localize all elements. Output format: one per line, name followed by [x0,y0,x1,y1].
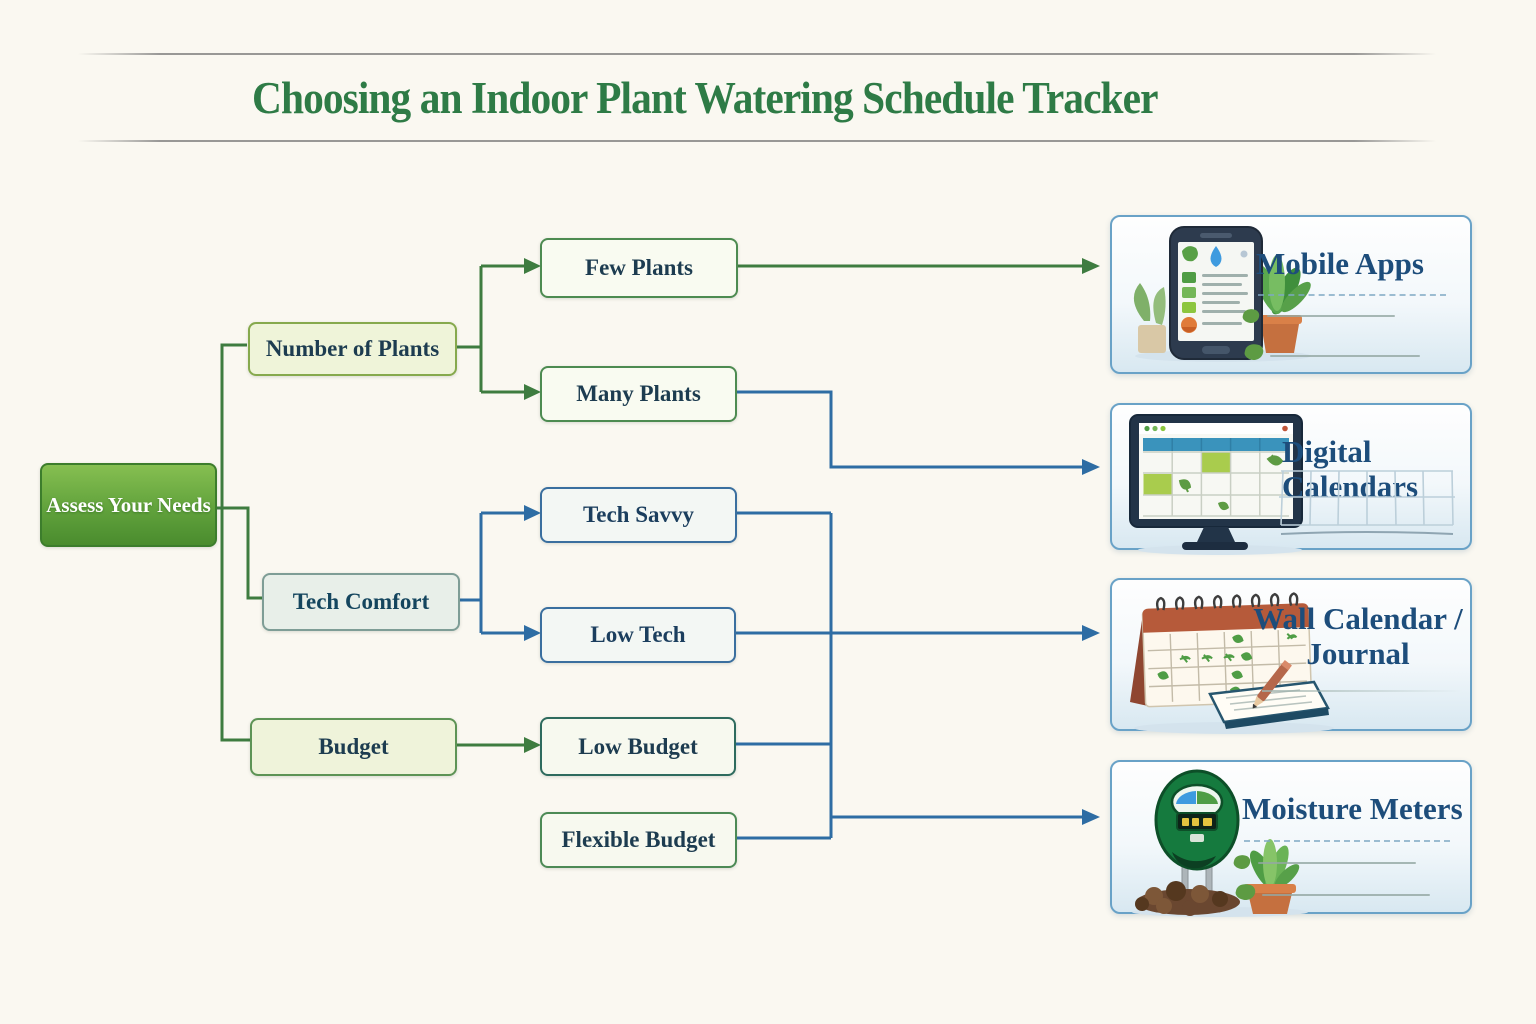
node-tech-savvy: Tech Savvy [540,487,737,543]
node-many-plants: Many Plants [540,366,737,422]
node-label: Tech Comfort [292,589,430,614]
potted-plant-icon [1254,255,1311,353]
card-title: Moisture Meters [1242,791,1463,826]
sketch-grid-icon [1279,470,1455,535]
soil-mound-icon [1135,881,1240,916]
node-label: Few Plants [585,255,693,280]
node-label: Low Tech [590,622,686,647]
note-line [1270,355,1420,357]
soft-underline [1262,690,1462,692]
node-few-plants: Few Plants [540,238,738,298]
node-number-of-plants: Number of Plants [248,322,457,376]
node-label: Low Budget [578,733,698,759]
note-line [1262,894,1430,896]
card-mobile-apps: Mobile Apps [1110,215,1472,374]
node-flexible-budget: Flexible Budget [540,812,737,868]
dashed-underline [1258,294,1446,296]
card-moisture-meters: Moisture Meters [1110,760,1472,917]
desktop-calendar-icon [1129,414,1303,555]
note-line [1258,862,1416,864]
title-divider [78,140,1436,142]
card-wall-calendar-journal: Wall Calendar / Journal [1110,578,1472,734]
node-low-budget: Low Budget [540,717,736,776]
card-title: Mobile Apps [1256,246,1424,281]
succulent-pot-icon [1244,839,1300,914]
node-tech-comfort: Tech Comfort [262,573,460,631]
wall-calendar-journal-icon [1130,592,1334,734]
node-budget: Budget [250,718,457,776]
card-title: Wall Calendar / Journal [1253,601,1463,671]
top-divider [78,53,1436,55]
journal-notebook-icon [1208,660,1330,729]
card-digital-calendars: Digital Calendars [1110,403,1472,555]
node-label: Number of Plants [265,336,440,361]
note-line [1267,315,1395,317]
node-assess-your-needs: Assess Your Needs [40,463,217,547]
node-label: Flexible Budget [561,827,716,852]
dashed-underline [1244,840,1450,842]
node-label: Many Plants [576,381,701,406]
soil-moisture-meter-icon [1132,769,1308,917]
node-label: Budget [318,734,389,759]
page-title: Choosing an Indoor Plant Watering Schedu… [252,73,1158,123]
smartphone-plant-app-icon [1133,226,1311,362]
node-label: Tech Savvy [583,502,694,527]
node-label: Assess Your Needs [46,492,211,517]
node-low-tech: Low Tech [540,607,736,663]
